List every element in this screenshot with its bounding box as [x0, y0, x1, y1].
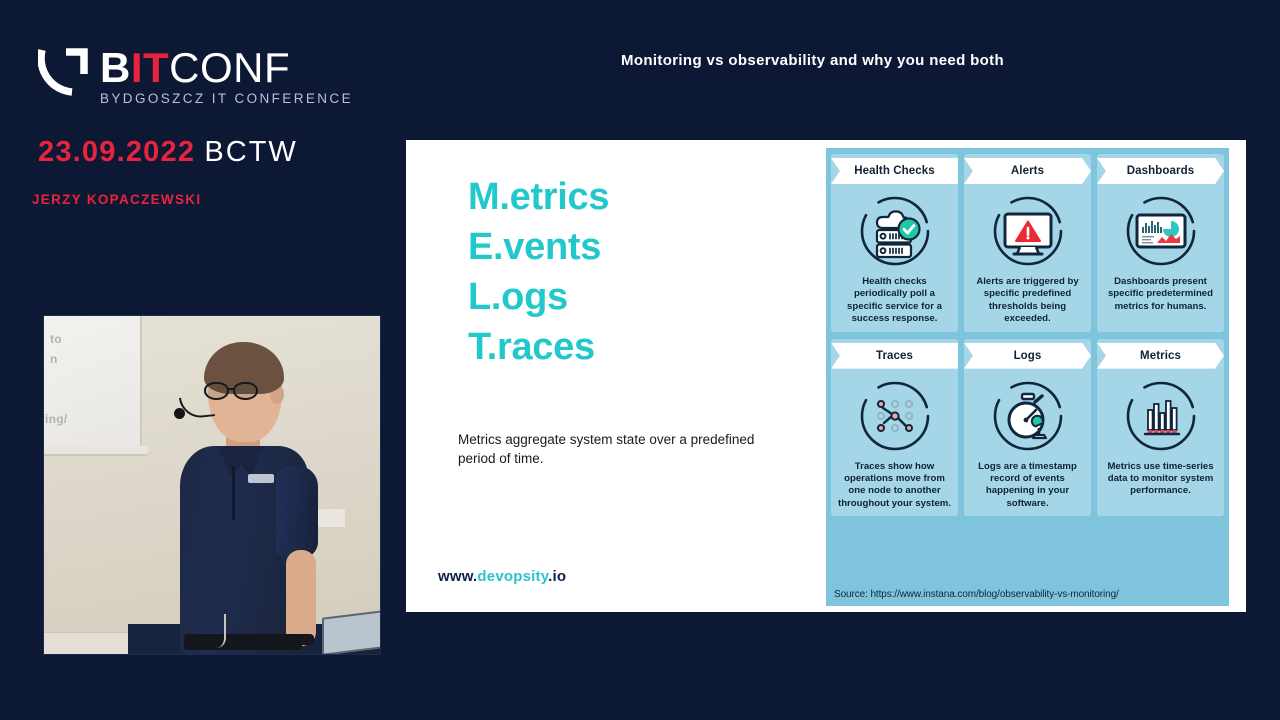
infographic-card-traces: Traces	[831, 338, 958, 517]
logo-text-block: BITCONF BYDGOSZCZ IT CONFERENCE	[100, 46, 353, 107]
card-desc-dashboards: Dashboards present specific predetermine…	[1107, 276, 1214, 312]
infographic-card-dashboards: Dashboards	[1097, 154, 1224, 332]
projection-screen: to n ring/	[44, 316, 142, 446]
brand-block: BITCONF BYDGOSZCZ IT CONFERENCE	[37, 46, 351, 106]
glasses-bridge	[229, 388, 234, 391]
node-graph-icon	[857, 378, 933, 454]
melt-item-traces: T.races	[468, 326, 595, 368]
logo-letter-b: B	[100, 44, 131, 91]
footer-url-www: www.	[438, 568, 478, 585]
melt-acronym-list: M.etrics E.vents L.ogs T.races	[468, 172, 610, 372]
glasses-lens-left	[204, 382, 229, 400]
infographic-top-row: Health Checks	[831, 154, 1224, 332]
event-date-venue: 23.09.2022 BCTW	[38, 136, 298, 169]
mic-cable	[204, 614, 226, 648]
conference-branding-panel: BITCONF BYDGOSZCZ IT CONFERENCE 23.09.20…	[0, 0, 405, 720]
card-title-health-checks: Health Checks	[854, 165, 935, 177]
card-desc-metrics: Metrics use time-series data to monitor …	[1107, 460, 1214, 497]
melt-item-logs: L.ogs	[468, 276, 568, 318]
slide-body-text: Metrics aggregate system state over a pr…	[458, 432, 755, 466]
footer-url-tld: .io	[548, 568, 567, 585]
card-desc-logs: Logs are a timestamp record of events ha…	[978, 460, 1077, 509]
baseboard	[44, 632, 132, 654]
glasses-lens-right	[233, 382, 258, 400]
card-desc-alerts: Alerts are triggered by specific predefi…	[976, 276, 1079, 325]
card-title-alerts: Alerts	[1010, 165, 1045, 177]
card-banner-traces: Traces	[831, 342, 958, 369]
melt-item-metrics: M.etrics	[468, 176, 610, 218]
infographic-source-url: Source: https://www.instana.com/blog/obs…	[834, 589, 1119, 600]
dashboard-charts-icon	[1123, 193, 1199, 269]
video-scene: to n ring/	[44, 316, 380, 654]
infographic-card-logs: Logs Logs are a timestamp	[964, 338, 1091, 517]
shirt-logo	[248, 474, 274, 483]
projected-text-2: n	[50, 352, 58, 366]
card-title-dashboards: Dashboards	[1126, 165, 1195, 177]
event-venue: BCTW	[204, 136, 298, 168]
laptop	[322, 610, 380, 654]
footer-url-brand: devopsity	[477, 568, 549, 585]
logo-wordmark: BITCONF	[100, 47, 353, 89]
presentation-slide: M.etrics E.vents L.ogs T.races Metrics a…	[406, 140, 1246, 612]
speaker-sleeve	[276, 466, 318, 558]
card-banner-health-checks: Health Checks	[831, 158, 958, 184]
infographic-bottom-row: Traces	[831, 338, 1224, 517]
speaker-belt	[184, 634, 302, 650]
observability-infographic: Health Checks	[826, 148, 1229, 606]
logo-tagline: BYDGOSZCZ IT CONFERENCE	[100, 91, 353, 106]
slide-footer-url: www.devopsity.io	[438, 568, 566, 585]
card-desc-health-checks: Health checks periodically poll a specif…	[847, 276, 942, 325]
logo-lockup: BITCONF BYDGOSZCZ IT CONFERENCE	[37, 46, 351, 106]
page-title: Monitoring vs observability and why you …	[620, 52, 1005, 69]
card-title-traces: Traces	[875, 349, 914, 362]
speaker-arm	[286, 550, 316, 646]
speaker-glasses	[204, 382, 268, 400]
headset-mic-tip	[174, 408, 185, 419]
projected-text-3: ring/	[44, 412, 68, 426]
stopwatch-icon	[990, 378, 1066, 454]
event-date: 23.09.2022	[38, 136, 196, 168]
screen-roller	[44, 446, 148, 456]
logo-letters-conf: CONF	[169, 44, 291, 91]
card-banner-logs: Logs	[964, 342, 1091, 369]
monitor-warning-icon	[990, 193, 1066, 269]
projected-text-1: to	[50, 332, 62, 346]
speaker-figure	[170, 334, 330, 654]
speaker-camera-feed[interactable]: to n ring/	[44, 316, 380, 654]
logo-letters-it: IT	[130, 44, 170, 91]
speaker-name: JERZY KOPACZEWSKI	[32, 192, 202, 207]
card-banner-dashboards: Dashboards	[1097, 158, 1224, 184]
card-banner-metrics: Metrics	[1097, 342, 1224, 369]
bar-chart-icon	[1123, 378, 1199, 454]
card-title-logs: Logs	[1013, 349, 1042, 362]
speaker-placket	[232, 466, 235, 520]
bitconf-logo-icon	[37, 48, 90, 96]
card-title-metrics: Metrics	[1140, 349, 1181, 362]
melt-item-events: E.vents	[468, 226, 602, 268]
infographic-card-health-checks: Health Checks	[831, 154, 958, 332]
card-banner-alerts: Alerts	[964, 158, 1091, 184]
server-cloud-check-icon	[857, 193, 933, 269]
infographic-card-metrics: Metrics	[1097, 338, 1224, 517]
infographic-card-alerts: Alerts Alerts are triggered by specific …	[964, 154, 1091, 332]
card-desc-traces: Traces show how operations move from one…	[838, 460, 951, 509]
